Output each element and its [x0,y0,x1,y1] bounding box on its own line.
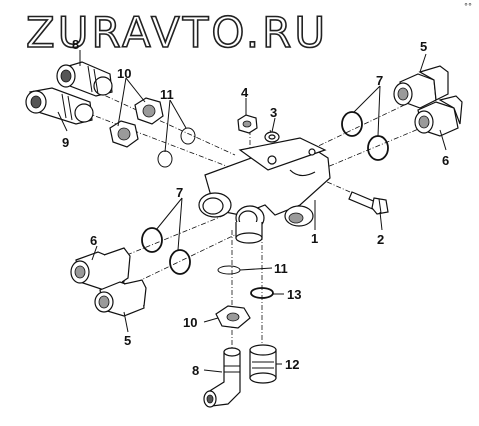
hex-nut-10-lower [215,305,251,329]
bolt-2 [348,191,389,215]
callout-8-lower: 8 [192,363,199,378]
callout-11-upper: 11 [160,87,174,102]
callout-8-upper: 8 [72,37,79,52]
leader-lines [57,50,447,373]
callout-7-upper: 7 [376,73,383,88]
valve-body [198,137,331,244]
washer-13 [250,287,274,299]
callout-9: 9 [62,135,69,150]
callout-7-lower: 7 [176,185,183,200]
elbow-fitting-9 [25,87,94,125]
fitting-5-upper [393,65,449,109]
callout-13: 13 [287,287,301,302]
callout-10-lower: 10 [183,315,197,330]
callout-3: 3 [270,105,277,120]
callout-5-upper: 5 [420,39,427,54]
callout-1: 1 [311,231,318,246]
callout-10-upper: 10 [117,66,131,81]
fitting-6-upper [414,95,463,137]
hex-nut-10-upper-a [134,97,164,125]
callout-11-lower: 11 [274,261,288,276]
corner-mark: °° [464,2,472,11]
callout-12: 12 [285,357,299,372]
plug-12 [249,344,277,384]
callout-6-lower: 6 [90,233,97,248]
callout-5-lower: 5 [124,333,131,348]
callout-2: 2 [377,232,384,247]
callouts: 8 10 11 9 4 3 5 7 6 1 2 7 6 5 11 13 10 1… [62,37,449,378]
nut-4 [237,114,258,134]
seal-rings-7-lower [141,227,191,275]
fitting-6-lower [70,247,131,291]
seal-rings-7-upper [341,111,389,161]
callout-6-upper: 6 [442,153,449,168]
elbow-fitting-8-lower [203,347,241,408]
callout-4: 4 [241,85,249,100]
elbow-fitting-8-upper [56,61,113,97]
hex-nut-10-upper-b [109,120,139,148]
washer-3 [264,131,280,143]
watermark-text: ZURAVTO.RU [26,8,328,57]
o-ring-11-lower [217,265,241,275]
fitting-5-lower [94,279,147,317]
